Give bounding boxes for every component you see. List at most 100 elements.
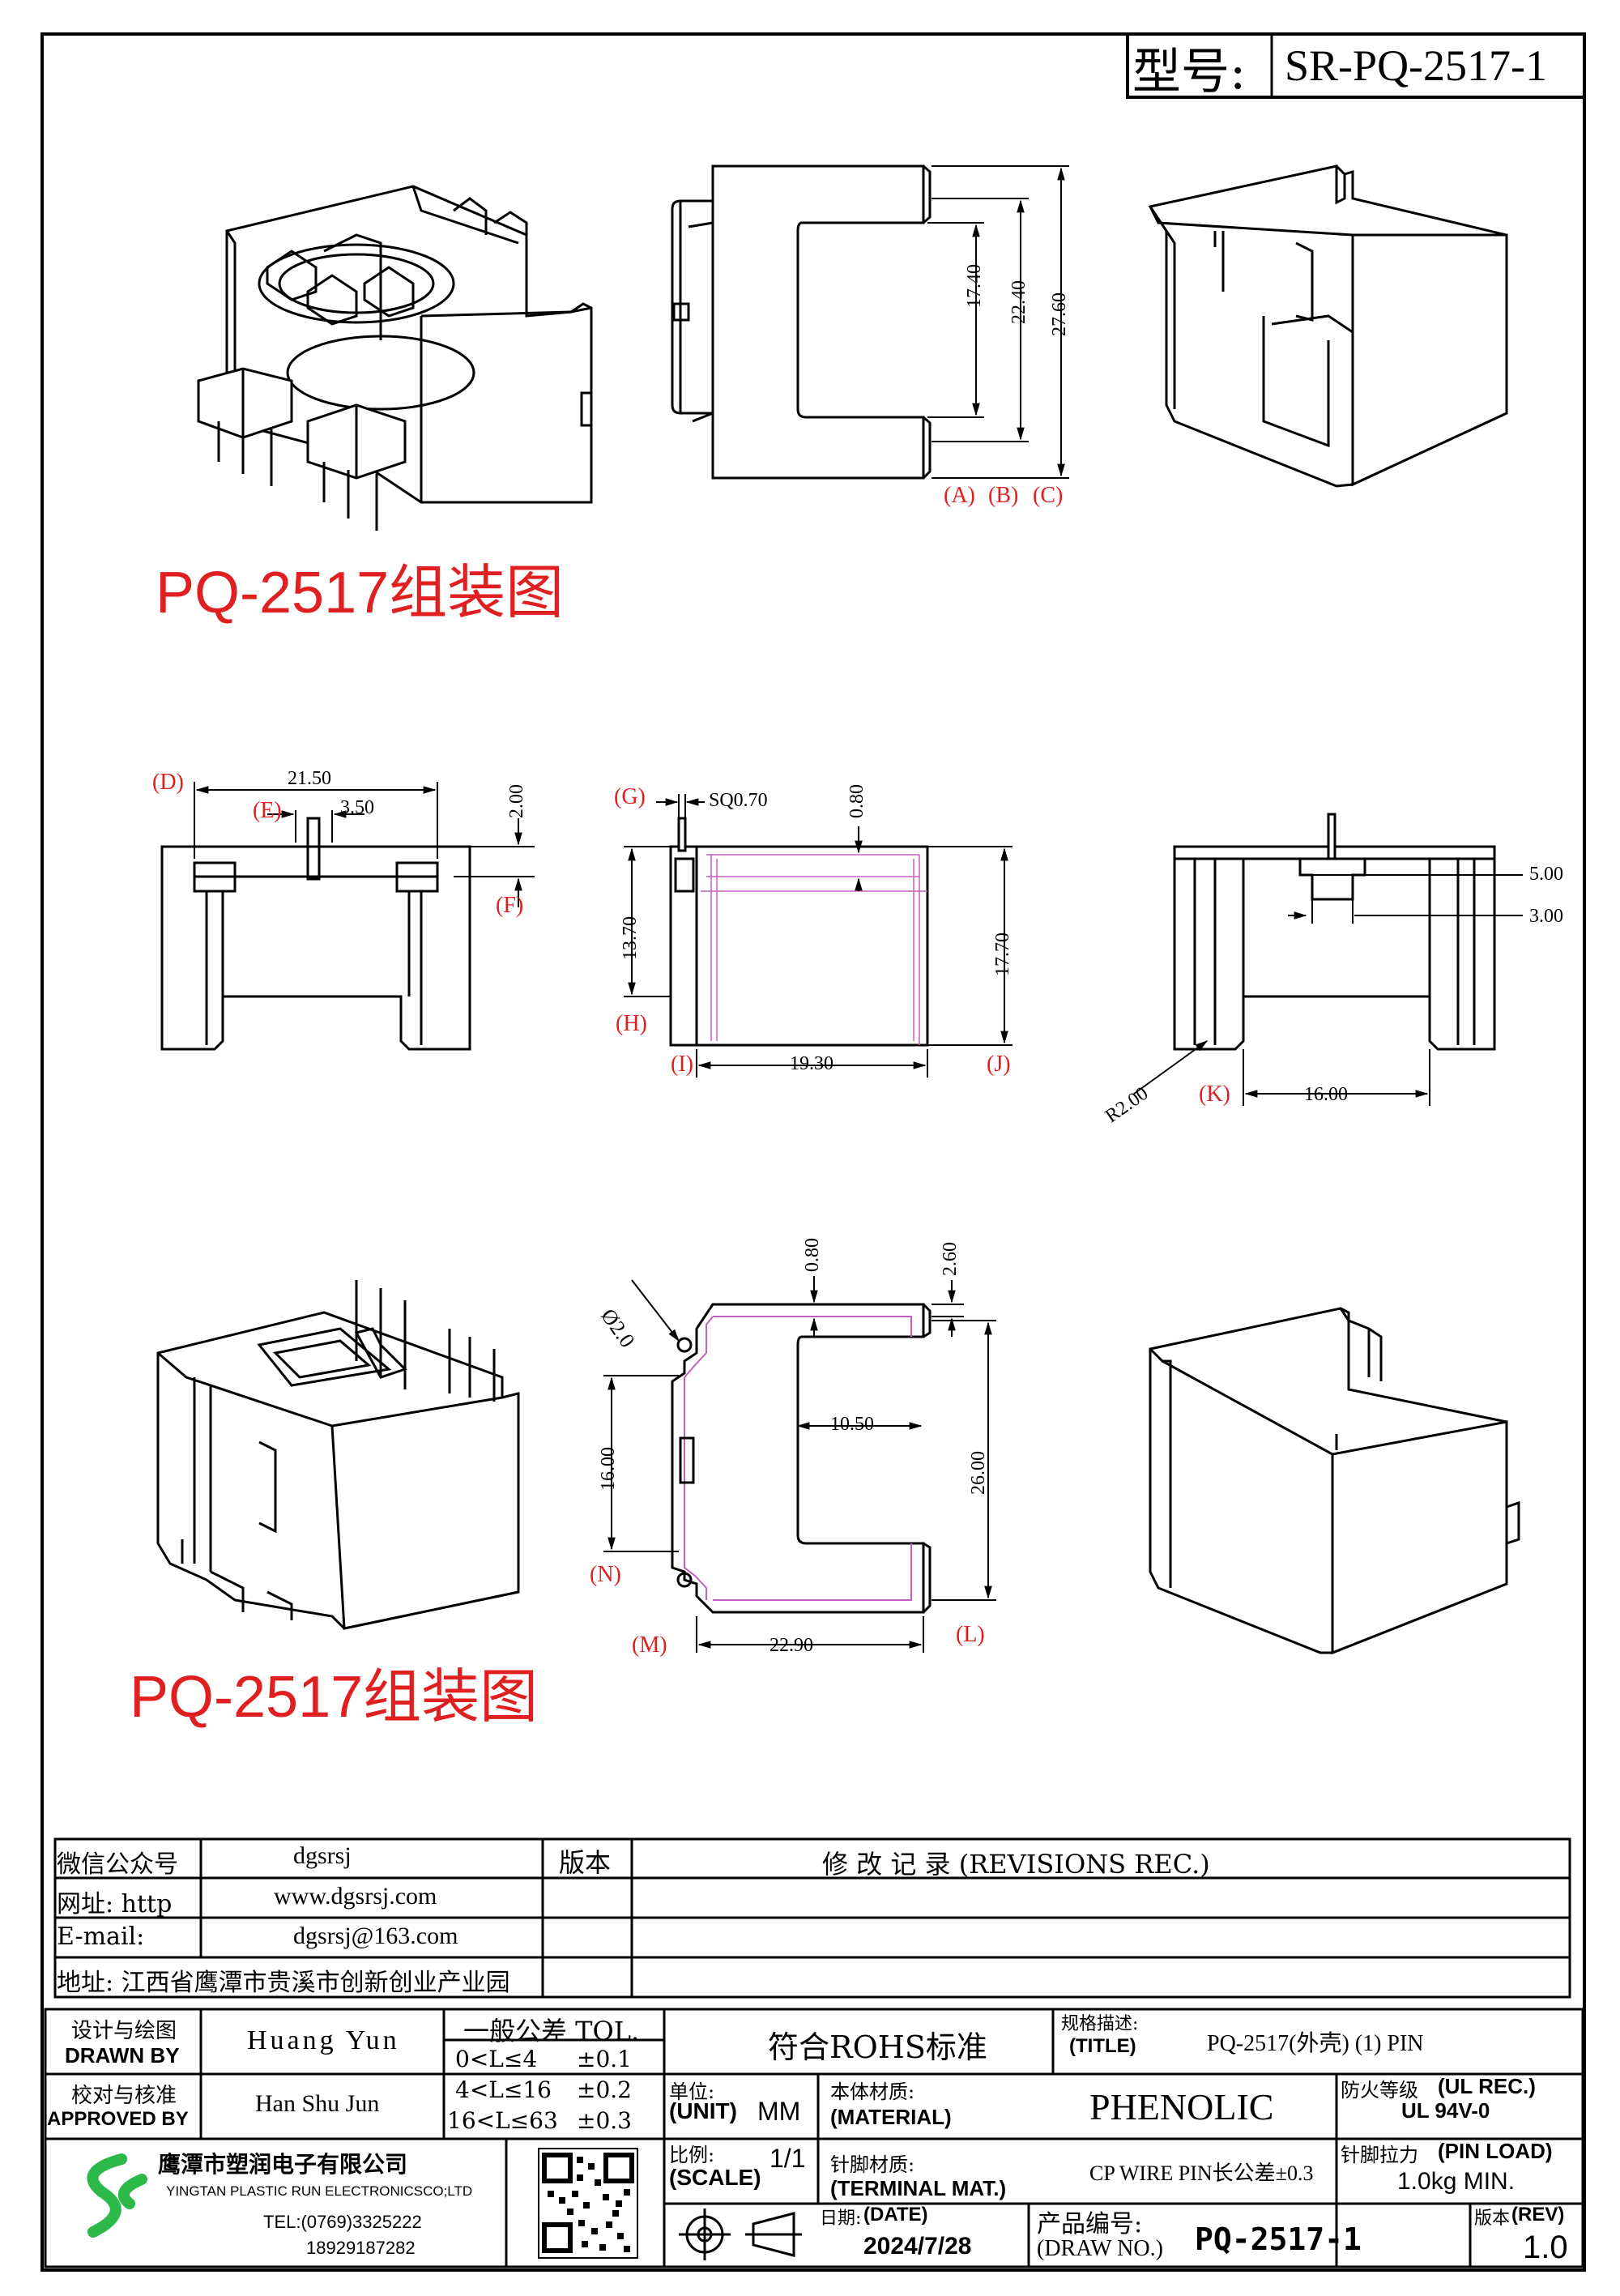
scale-en: (SCALE) [669, 2165, 761, 2190]
dim-2-00: 2.00 [506, 784, 527, 818]
terminal-value: CP WIRE PIN长公差±0.3 [1089, 2162, 1314, 2185]
tol-2-value: ±0.2 [577, 2076, 632, 2103]
dim-3-50: 3.50 [340, 797, 374, 818]
unit-value: MM [757, 2097, 801, 2126]
fire-value: UL 94V-0 [1401, 2098, 1490, 2123]
title-block-lines [44, 2008, 1584, 2268]
scale-cn: 比例: [669, 2144, 715, 2166]
drawn-cn: 设计与绘图 [71, 2019, 177, 2043]
side-view-right-dims [1133, 874, 1523, 1106]
fire-en: (UL REC.) [1438, 2074, 1536, 2098]
scale-value: 1/1 [770, 2144, 806, 2173]
approved-name: Han Shu Jun [255, 2090, 380, 2117]
fire-cn: 防火等级 [1341, 2079, 1418, 2102]
assembly-3d-top [197, 185, 593, 531]
tol-3-value: ±0.3 [577, 2107, 632, 2134]
drawno-value: PQ-2517-1 [1195, 2221, 1362, 2257]
address: 地址: 江西省鹰潭市贵溪市创新创业产业园 [57, 1969, 510, 1997]
qr-code [538, 2148, 638, 2259]
dim-10-50: 10.50 [830, 1414, 874, 1435]
dim-13-70: 13.70 [620, 916, 641, 960]
email-value[interactable]: dgsrsj@163.com [293, 1923, 458, 1949]
terminal-en: (TERMINAL MAT.) [830, 2176, 1007, 2200]
version-label: 版本 [559, 1847, 612, 1878]
terminal-cn: 针脚材质: [830, 2153, 915, 2176]
drawn-en: DRAWN BY [65, 2043, 180, 2068]
tol-title: 一般公差 TOL. [463, 2016, 640, 2046]
title-en: (TITLE) [1069, 2035, 1136, 2057]
web-value[interactable]: www.dgsrsj.com [274, 1883, 437, 1910]
company-cn: 鹰潭市塑润电子有限公司 [158, 2151, 408, 2178]
assembly-3d-bottom [156, 1280, 520, 1630]
model-box [1126, 32, 1586, 99]
drawn-name: Huang Yun [247, 2025, 400, 2055]
company-logo [87, 2153, 147, 2238]
dim-17-70: 17.70 [992, 932, 1013, 976]
company-mobile: 18929187282 [306, 2238, 416, 2258]
assembly-caption-top: PQ-2517组装图 [156, 561, 565, 625]
ref-c: (C) [1033, 483, 1064, 508]
dim-27-60: 27.60 [1049, 292, 1070, 336]
material-cn: 本体材质: [830, 2080, 915, 2103]
shell-3d-top [1148, 164, 1508, 488]
dim-16-00-b: 16.00 [598, 1447, 619, 1491]
ref-k: (K) [1199, 1082, 1230, 1107]
approved-cn: 校对与核准 [71, 2084, 177, 2108]
assembly-caption-bottom: PQ-2517组装图 [130, 1665, 539, 1730]
rev-en: (REV) [1511, 2204, 1565, 2226]
dim-2-60: 2.60 [940, 1242, 961, 1276]
model-label: 型号: [1132, 44, 1247, 100]
ref-m: (M) [632, 1632, 667, 1658]
pin-load-en: (PIN LOAD) [1438, 2139, 1553, 2163]
dim-0-80-a: 0.80 [846, 784, 868, 818]
company-tel: TEL:(0769)3325222 [263, 2212, 422, 2232]
ref-g: (G) [614, 784, 646, 809]
ref-l: (L) [956, 1622, 985, 1647]
email-label: E-mail: [57, 1923, 145, 1951]
dim-22-40: 22.40 [1008, 280, 1030, 324]
web-label: 网址: http [57, 1890, 173, 1918]
title-cn: 规格描述: [1061, 2014, 1139, 2034]
top-view [671, 164, 932, 480]
ref-f: (F) [496, 893, 524, 918]
top-view-dims [927, 165, 1069, 479]
sq-0-70: SQ0.70 [709, 790, 768, 811]
title-value: PQ-2517(外壳) (1) PIN [1207, 2031, 1424, 2056]
company-en: YINGTAN PLASTIC RUN ELECTRONICSCO;LTD [166, 2183, 473, 2199]
material-en: (MATERIAL) [830, 2105, 952, 2129]
tol-3-range: 16<L≤63 [447, 2107, 558, 2134]
ref-h: (H) [616, 1011, 647, 1036]
rev-cn: 版本 [1474, 2209, 1511, 2229]
date-cn: 日期: [820, 2209, 862, 2229]
revisions-title: 修 改 记 录 (REVISIONS REC.) [822, 1849, 1210, 1880]
sheet-border [40, 32, 1586, 2272]
model-value: SR-PQ-2517-1 [1285, 41, 1548, 90]
dim-0-80-b: 0.80 [802, 1238, 823, 1272]
unit-en: (UNIT) [669, 2098, 737, 2123]
dim-21-50: 21.50 [288, 768, 331, 789]
ref-e: (E) [253, 798, 282, 823]
drawno-en: (DRAW NO.) [1037, 2236, 1163, 2261]
dim-3-00: 3.00 [1529, 906, 1563, 927]
rev-value: 1.0 [1523, 2230, 1568, 2265]
approved-en: APPROVED BY [47, 2108, 189, 2130]
dim-19-30: 19.30 [790, 1053, 833, 1074]
side-view-left-dims [194, 782, 535, 907]
shell-top-view [671, 1303, 932, 1614]
rohs-compliance: 符合ROHS标准 [768, 2029, 987, 2065]
side-view-left [160, 817, 471, 1051]
dim-17-40: 17.40 [964, 264, 985, 308]
pin-load-cn: 针脚拉力 [1341, 2144, 1418, 2166]
projection-symbol [679, 2209, 802, 2260]
side-view-right [1173, 813, 1496, 1051]
section-view-center [669, 817, 929, 1047]
ref-a: (A) [944, 483, 975, 508]
tol-1-value: ±0.1 [577, 2046, 632, 2072]
dim-16-00-a: 16.00 [1304, 1084, 1348, 1105]
ref-d: (D) [152, 770, 184, 795]
wechat-value: dgsrsj [293, 1842, 352, 1869]
tol-1-range: 0<L≤4 [455, 2046, 538, 2072]
section-view-center-dims [624, 794, 1013, 1078]
